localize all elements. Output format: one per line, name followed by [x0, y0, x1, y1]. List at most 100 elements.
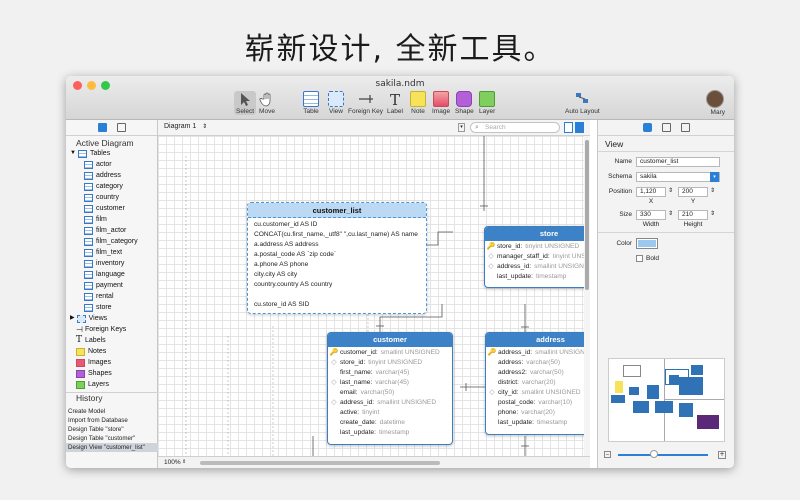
scroll-thumb[interactable] [585, 140, 589, 290]
bold-checkbox[interactable] [636, 255, 643, 262]
layer-tool-button[interactable]: Layer [479, 91, 495, 115]
table-field[interactable]: district:varchar(20) [486, 378, 590, 388]
table-field[interactable]: ◇last_name:varchar(45) [328, 378, 452, 388]
table-field[interactable]: ◇city_id:smallint UNSIGNED [486, 388, 590, 398]
image-tab[interactable] [680, 123, 690, 132]
objects-tab[interactable] [97, 123, 107, 132]
table-field[interactable]: 🔑store_id:tinyint UNSIGNED [485, 242, 590, 252]
sidebar-table-film_actor[interactable]: film_actor [66, 225, 157, 236]
table-field[interactable]: 🔑customer_id:smallint UNSIGNED [328, 348, 452, 358]
table-customer[interactable]: customer 🔑customer_id:smallint UNSIGNED◇… [327, 332, 453, 445]
table-tool-button[interactable]: Table [303, 91, 319, 115]
sidebar-table-address[interactable]: address [66, 170, 157, 181]
move-tool-button[interactable]: Move [259, 91, 275, 115]
sidebar-table-rental[interactable]: rental [66, 291, 157, 302]
table-field[interactable]: create_date:datetime [328, 418, 452, 428]
table-field[interactable]: ◇address_id:smallint UNSIGNED [485, 262, 590, 272]
history-item[interactable]: Design Table "store" [68, 426, 124, 433]
history-item[interactable]: Import from Database [68, 417, 128, 424]
dropdown-icon[interactable]: ▾ [710, 172, 719, 182]
notes-group[interactable]: Notes [66, 346, 157, 357]
layout-tab[interactable] [661, 123, 671, 132]
views-group[interactable]: ▶ Views [66, 313, 157, 324]
table-field[interactable]: email:varchar(50) [328, 388, 452, 398]
width-stepper-icon[interactable]: ⇕ [668, 210, 674, 217]
zoom-button[interactable] [101, 81, 110, 90]
sidebar-table-country[interactable]: country [66, 192, 157, 203]
properties-tab[interactable] [642, 123, 652, 132]
sidebar-table-customer[interactable]: customer [66, 203, 157, 214]
history-item[interactable]: Design View "customer_list" [66, 443, 158, 452]
sidebar-table-film_category[interactable]: film_category [66, 236, 157, 247]
view-tool-button[interactable]: View [328, 91, 344, 115]
table-field[interactable]: address:varchar(50) [486, 358, 590, 368]
disclosure-down-icon[interactable]: ▼ [70, 150, 76, 156]
zoom-slider[interactable] [618, 454, 708, 456]
sidebar-table-payment[interactable]: payment [66, 280, 157, 291]
filter-icon[interactable]: ▾ [458, 123, 465, 132]
sidebar-table-film_text[interactable]: film_text [66, 247, 157, 258]
table-field[interactable]: postal_code:varchar(10) [486, 398, 590, 408]
table-field[interactable]: last_update:timestamp [485, 272, 590, 282]
table-field[interactable]: phone:varchar(20) [486, 408, 590, 418]
table-field[interactable]: 🔑address_id:smallint UNSIGNED [486, 348, 590, 358]
toggle-right-panel-button[interactable] [575, 122, 584, 133]
zoom-out-icon[interactable]: − [604, 451, 611, 458]
table-field[interactable]: ◇store_id:tinyint UNSIGNED [328, 358, 452, 368]
history-item[interactable]: Design Table "customer" [68, 435, 136, 442]
shape-tool-button[interactable]: Shape [455, 91, 474, 115]
table-field[interactable]: active:tinyint [328, 408, 452, 418]
sidebar-table-film[interactable]: film [66, 214, 157, 225]
height-field[interactable]: 210 [678, 210, 708, 220]
table-field[interactable]: ◇address_id:smallint UNSIGNED [328, 398, 452, 408]
zoom-stepper-icon[interactable]: ⇕ [182, 459, 187, 465]
minimap[interactable] [608, 358, 725, 442]
toggle-left-panel-button[interactable] [564, 122, 573, 133]
history-item[interactable]: Create Model [68, 408, 106, 415]
name-field[interactable]: customer_list [636, 157, 720, 167]
zoom-slider-thumb[interactable] [650, 450, 658, 458]
height-stepper-icon[interactable]: ⇕ [710, 210, 716, 217]
vertical-scrollbar[interactable] [584, 136, 590, 456]
images-tab[interactable] [116, 123, 126, 132]
color-well[interactable] [636, 238, 658, 249]
select-tool-button[interactable]: Select [234, 91, 257, 115]
position-x-field[interactable]: 1,120 [636, 187, 666, 197]
label-tool-button[interactable]: T Label [387, 91, 403, 115]
labels-group[interactable]: T Labels [66, 335, 157, 346]
user-avatar[interactable] [706, 90, 724, 108]
table-field[interactable]: address2:varchar(50) [486, 368, 590, 378]
table-field[interactable]: last_update:timestamp [328, 428, 452, 438]
table-store[interactable]: store 🔑store_id:tinyint UNSIGNED◇manager… [484, 226, 590, 288]
foreign-key-tool-button[interactable]: Foreign Key [348, 91, 383, 115]
close-button[interactable] [73, 81, 82, 90]
sidebar-table-language[interactable]: language [66, 269, 157, 280]
foreign-keys-group[interactable]: ⊣ Foreign Keys [66, 324, 157, 335]
horizontal-scrollbar[interactable] [200, 461, 440, 465]
sidebar-table-category[interactable]: category [66, 181, 157, 192]
width-field[interactable]: 330 [636, 210, 666, 220]
sidebar-table-inventory[interactable]: inventory [66, 258, 157, 269]
zoom-in-icon[interactable]: + [718, 451, 726, 459]
note-tool-button[interactable]: Note [410, 91, 426, 115]
zoom-level[interactable]: 100% [164, 459, 181, 466]
image-tool-button[interactable]: Image [432, 91, 450, 115]
disclosure-right-icon[interactable]: ▶ [70, 315, 75, 321]
search-field[interactable]: ⌕ Search [470, 122, 560, 133]
sidebar-table-actor[interactable]: actor [66, 159, 157, 170]
diagram-selector[interactable]: Diagram 1 ⇕ [164, 123, 207, 130]
minimize-button[interactable] [87, 81, 96, 90]
table-field[interactable]: first_name:varchar(45) [328, 368, 452, 378]
tables-group[interactable]: ▼ Tables [66, 148, 157, 159]
sidebar-table-store[interactable]: store [66, 302, 157, 313]
auto-layout-button[interactable]: Auto Layout [565, 91, 600, 115]
y-stepper-icon[interactable]: ⇕ [710, 187, 716, 194]
layers-group[interactable]: Layers [66, 379, 157, 390]
table-field[interactable]: last_update:timestamp [486, 418, 590, 428]
table-field[interactable]: ◇manager_staff_id:tinyint UNSIGNED [485, 252, 590, 262]
position-y-field[interactable]: 200 [678, 187, 708, 197]
schema-select[interactable]: sakila ▾ [636, 172, 720, 182]
